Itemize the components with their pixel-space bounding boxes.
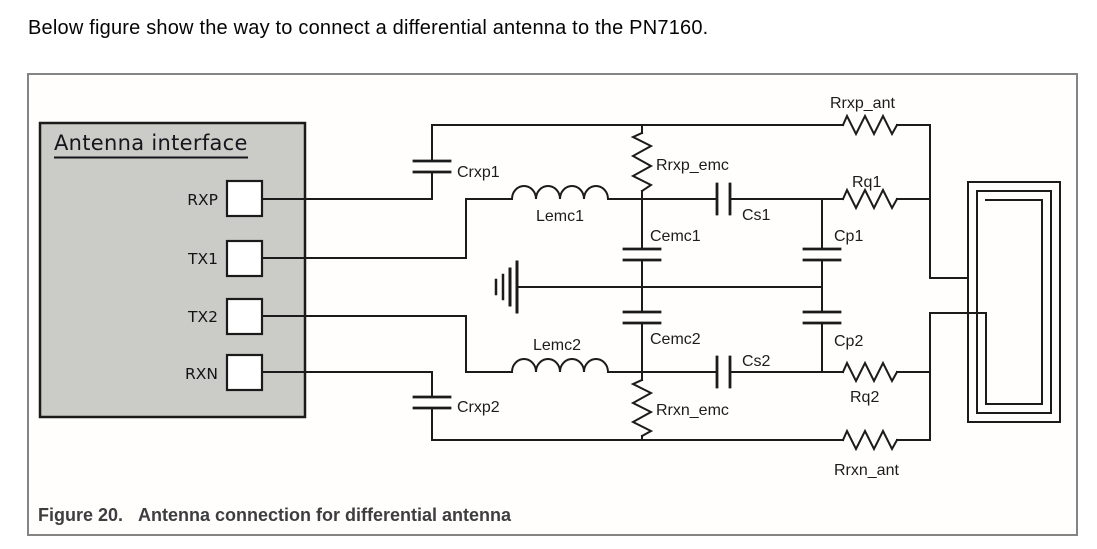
pin-rxn-box — [225, 353, 264, 392]
component-labels: Crxp1 Lemc1 Rrxp_emc Cemc1 Cs1 Cp1 Rq1 R… — [457, 95, 899, 479]
capacitor-cp2-symbol — [802, 310, 842, 325]
antenna-coil — [967, 181, 1061, 423]
antenna-coil-inner-loop — [985, 199, 1043, 405]
label-cp1: Cp1 — [834, 228, 863, 245]
capacitor-crxp2-symbol — [412, 395, 452, 410]
label-rrxn-emc: Rrxn_emc — [656, 402, 729, 419]
label-lemc1: Lemc1 — [536, 208, 584, 225]
capacitor-cs1-symbol — [715, 182, 732, 216]
label-rrxp-emc: Rrxp_emc — [656, 157, 729, 174]
label-cemc1: Cemc1 — [650, 228, 701, 245]
label-cs1: Cs1 — [742, 207, 771, 224]
capacitor-cemc2-symbol — [622, 310, 662, 325]
pin-tx2-label: TX2 — [187, 308, 218, 326]
pin-tx2-box — [225, 297, 264, 336]
inductor-lemc2-symbol — [510, 358, 610, 374]
capacitor-cp1-symbol — [802, 247, 842, 262]
capacitor-cs2-symbol — [715, 355, 732, 389]
resistor-rrxp-emc-symbol — [630, 131, 654, 193]
capacitor-cemc1-symbol — [622, 247, 662, 262]
label-cs2: Cs2 — [742, 353, 771, 370]
pin-boxes — [225, 179, 264, 392]
label-lemc2: Lemc2 — [533, 337, 581, 354]
pin-tx1-box — [225, 239, 264, 278]
ground-symbol — [494, 260, 519, 314]
resistor-rrxn-emc-symbol — [630, 378, 654, 438]
label-cp2: Cp2 — [834, 333, 863, 350]
label-crxp1: Crxp1 — [457, 164, 500, 181]
pin-rxp-label: RXP — [187, 191, 218, 209]
label-rrxn-ant: Rrxn_ant — [834, 462, 899, 479]
resistor-rq2-symbol — [841, 360, 899, 384]
antenna-interface-title: Antenna interface — [54, 131, 248, 155]
figure-caption-title: Antenna connection for differential ante… — [138, 505, 512, 525]
label-rq1: Rq1 — [852, 174, 881, 191]
inductor-lemc1-symbol — [510, 185, 610, 201]
label-rq2: Rq2 — [850, 389, 879, 406]
resistor-rrxp-ant-symbol — [841, 113, 899, 137]
antenna-coil-outer-loop — [967, 181, 1061, 423]
intro-text: Below figure show the way to connect a d… — [28, 17, 709, 39]
pin-labels: RXP TX1 TX2 RXN — [185, 191, 218, 383]
capacitor-crxp1-symbol — [412, 159, 452, 174]
label-rrxp-ant: Rrxp_ant — [830, 95, 895, 112]
label-crxp2: Crxp2 — [457, 399, 500, 416]
figure-caption-label: Figure 20. — [38, 505, 124, 525]
figure-caption: Figure 20. Antenna connection for differe… — [38, 505, 511, 526]
resistor-rrxn-ant-symbol — [841, 428, 899, 452]
pin-rxp-box — [225, 179, 264, 218]
pin-rxn-label: RXN — [185, 365, 218, 383]
resistor-rq1-symbol — [841, 187, 899, 211]
label-cemc2: Cemc2 — [650, 331, 701, 348]
circuit-wires — [261, 124, 987, 441]
pin-tx1-label: TX1 — [187, 250, 218, 268]
antenna-coil-middle-loop — [976, 190, 1052, 414]
